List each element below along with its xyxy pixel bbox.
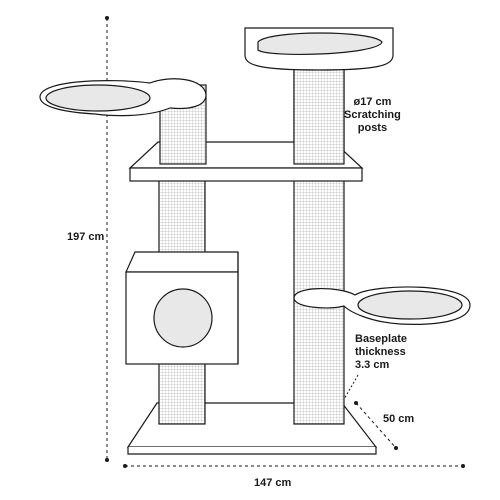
- baseplate-thickness-arrow: [342, 374, 359, 402]
- depth-dimension-end-top: [354, 401, 358, 405]
- width-label: 147 cm: [254, 477, 292, 489]
- depth-label: 50 cm: [383, 413, 415, 425]
- height-dimension-end-bottom: [105, 458, 109, 462]
- width-dimension-end-right: [461, 464, 465, 468]
- baseplate-value-text: 3.3 cm: [355, 359, 390, 371]
- posts-diameter-text: ø17 cm: [353, 96, 392, 108]
- scratching-posts-annotation: ø17 cm Scratching posts: [344, 96, 401, 135]
- right-post-upper-section: [293, 67, 345, 165]
- baseplate-thickness-text: thickness: [355, 346, 406, 358]
- right-bed: [293, 286, 471, 325]
- posts-scratching-text: Scratching: [344, 109, 401, 121]
- height-label: 197 cm: [67, 231, 105, 243]
- baseplate-text: Baseplate: [355, 333, 407, 345]
- baseplate-annotation: Baseplate thickness 3.3 cm: [355, 333, 407, 372]
- posts-posts-text: posts: [357, 122, 388, 134]
- height-dimension-end-top: [105, 16, 109, 20]
- left-bed: [39, 78, 207, 117]
- depth-dimension-end-bottom: [394, 446, 398, 450]
- depth-dimension-line: [355, 402, 397, 449]
- top-bed: [244, 27, 394, 71]
- cube-house-entrance: [153, 288, 213, 348]
- width-dimension-end-left: [123, 464, 127, 468]
